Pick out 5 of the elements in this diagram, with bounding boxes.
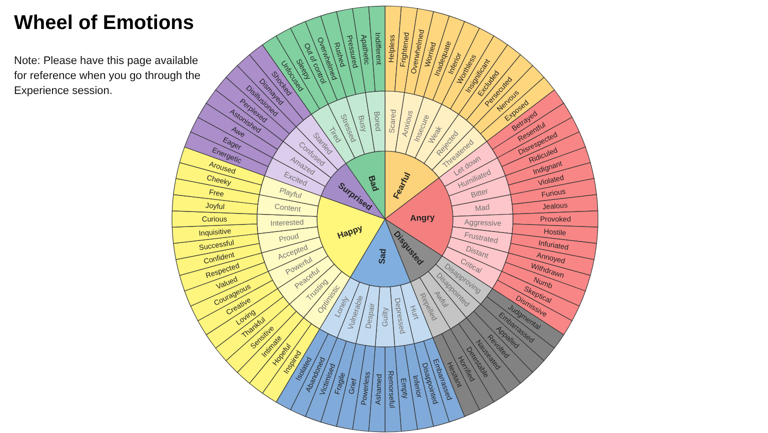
note-text: Note: Please have this page available for reference when you go through the Experience session. xyxy=(14,54,202,99)
emotion-label: Angry xyxy=(410,212,435,224)
emotion-label: Sad xyxy=(376,248,388,264)
emotion-label: Happy xyxy=(336,222,364,241)
title: Wheel of Emotions xyxy=(14,12,194,35)
